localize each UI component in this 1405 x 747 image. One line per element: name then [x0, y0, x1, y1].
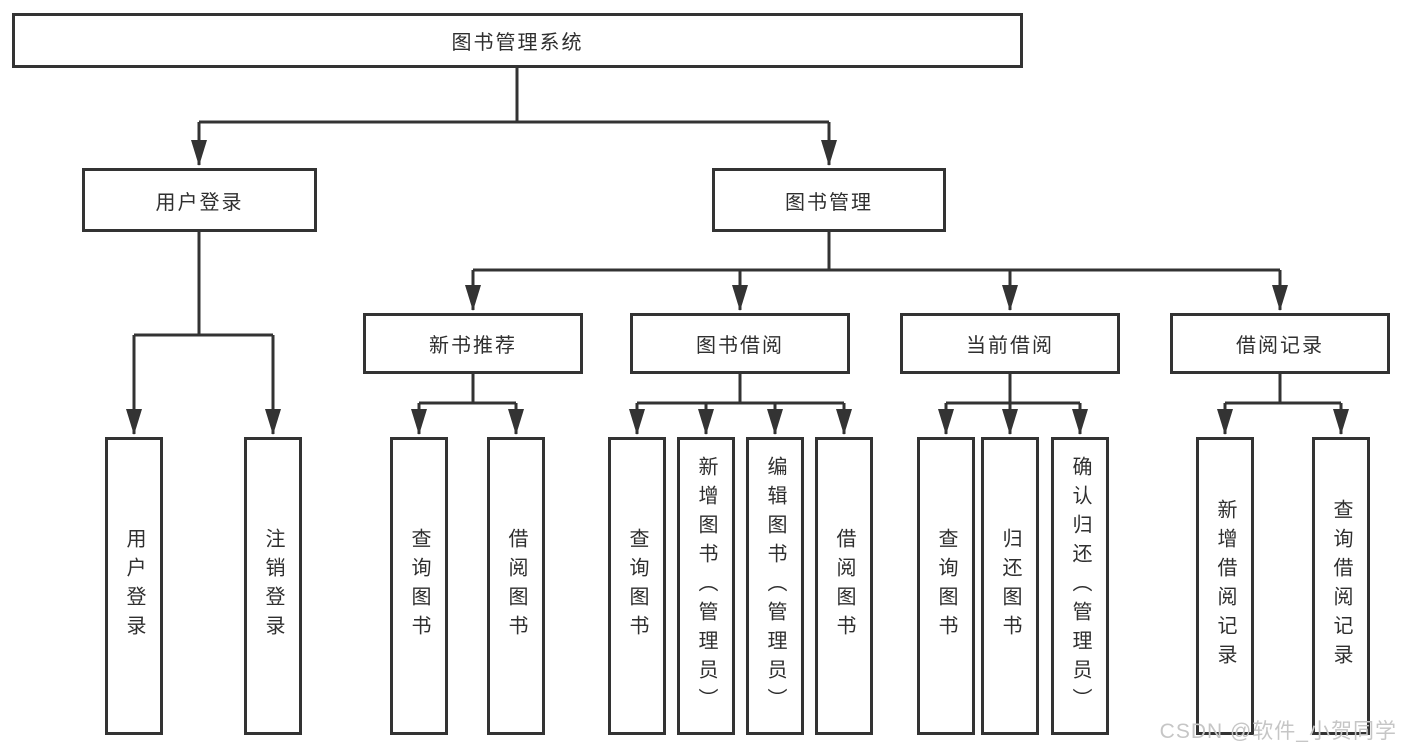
node-label: 新增图书（管理员）	[695, 455, 717, 717]
node-label: 借阅图书	[505, 528, 527, 644]
node-label: 查询图书	[935, 528, 957, 644]
leaf-user-login: 用户登录	[105, 437, 163, 735]
leaf-query-books-current: 查询图书	[917, 437, 975, 735]
leaf-edit-books-admin: 编辑图书（管理员）	[746, 437, 804, 735]
node-label: 编辑图书（管理员）	[764, 455, 786, 717]
node-label: 查询图书	[408, 528, 430, 644]
node-label: 图书管理系统	[451, 32, 584, 54]
node-label: 用户登录	[123, 528, 145, 644]
leaf-borrow-books-recommend: 借阅图书	[487, 437, 545, 735]
node-label: 新书推荐	[429, 335, 517, 357]
leaf-confirm-return-admin: 确认归还（管理员）	[1051, 437, 1109, 735]
node-label: 借阅记录	[1236, 335, 1324, 357]
node-label: 图书借阅	[696, 335, 784, 357]
leaf-borrow-books-borrowing: 借阅图书	[815, 437, 873, 735]
node-user-login: 用户登录	[82, 168, 317, 232]
node-label: 新增借阅记录	[1214, 499, 1236, 673]
node-borrowing-records: 借阅记录	[1170, 313, 1390, 374]
leaf-return-books: 归还图书	[981, 437, 1039, 735]
node-label: 图书管理	[785, 191, 873, 214]
node-label: 查询图书	[626, 528, 648, 644]
leaf-add-books-admin: 新增图书（管理员）	[677, 437, 735, 735]
node-label: 归还图书	[999, 528, 1021, 644]
node-label: 用户登录	[155, 191, 244, 214]
node-new-book-recommendation: 新书推荐	[363, 313, 583, 374]
node-label: 确认归还（管理员）	[1069, 455, 1091, 717]
node-label: 借阅图书	[833, 528, 855, 644]
node-book-management: 图书管理	[712, 168, 946, 232]
leaf-query-borrowing-record: 查询借阅记录	[1312, 437, 1370, 735]
node-label: 当前借阅	[966, 335, 1054, 357]
node-label: 注销登录	[262, 528, 284, 644]
node-label: 查询借阅记录	[1330, 499, 1352, 673]
leaf-add-borrowing-record: 新增借阅记录	[1196, 437, 1254, 735]
leaf-query-books-recommend: 查询图书	[390, 437, 448, 735]
node-current-borrowing: 当前借阅	[900, 313, 1120, 374]
node-library-management-system: 图书管理系统	[12, 13, 1023, 68]
leaf-query-books-borrowing: 查询图书	[608, 437, 666, 735]
node-book-borrowing: 图书借阅	[630, 313, 850, 374]
leaf-logout: 注销登录	[244, 437, 302, 735]
